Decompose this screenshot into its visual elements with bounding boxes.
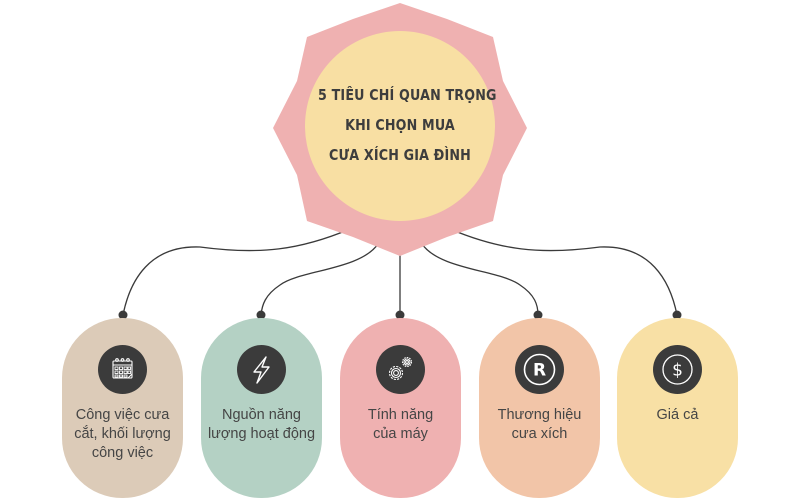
connector-5: [449, 228, 678, 316]
criterion-label: Thương hiệu cưa xích: [479, 406, 600, 444]
criterion-label: Tính năng của máy: [340, 406, 461, 444]
criterion-card-workload: Công việc cưa cắt, khối lượng công việc: [62, 318, 183, 498]
criterion-card-power-source: Nguồn năng lượng hoạt động: [201, 318, 322, 498]
dollar-icon: $: [653, 345, 702, 394]
label-line: Công việc cưa: [75, 407, 170, 423]
criterion-card-features: Tính năng của máy: [340, 318, 461, 498]
label-line: lượng hoạt động: [207, 426, 316, 442]
label-line: cưa xích: [511, 426, 568, 442]
calendar-icon: [98, 345, 147, 394]
criterion-label: Công việc cưa cắt, khối lượng công việc: [62, 406, 183, 463]
title-line-1: 5 TIÊU CHÍ QUAN TRỌNG: [318, 86, 497, 104]
connector-dots: [118, 310, 682, 320]
title-line-3: CƯA XÍCH GIA ĐÌNH: [328, 146, 471, 164]
label-line: của máy: [373, 426, 428, 442]
label-line: công việc: [91, 445, 154, 461]
registered-trademark-icon: R: [515, 345, 564, 394]
label-line: Thương hiệu: [497, 407, 582, 423]
center-circle: [305, 31, 495, 221]
connector-1: [122, 228, 351, 316]
svg-text:$: $: [672, 361, 683, 381]
title-line-2: KHI CHỌN MUA: [345, 116, 455, 134]
label-line: Giá cả: [656, 407, 699, 423]
label-line: Tính năng: [367, 407, 434, 423]
label-line: Nguồn năng: [221, 407, 301, 423]
connector-2: [260, 243, 379, 316]
connector-lines: [122, 228, 678, 316]
gears-icon: [376, 345, 425, 394]
label-line: cắt, khối lượng: [74, 426, 171, 442]
connector-4: [421, 243, 539, 316]
diagram-title: 5 TIÊU CHÍ QUAN TRỌNG KHI CHỌN MUA CƯA X…: [318, 80, 497, 170]
criterion-card-price: $ Giá cả: [617, 318, 738, 498]
criterion-label: Giá cả: [617, 406, 738, 425]
lightning-bolt-icon: [237, 345, 286, 394]
svg-text:R: R: [533, 361, 546, 381]
criterion-label: Nguồn năng lượng hoạt động: [201, 406, 322, 444]
criterion-card-brand: R Thương hiệu cưa xích: [479, 318, 600, 498]
